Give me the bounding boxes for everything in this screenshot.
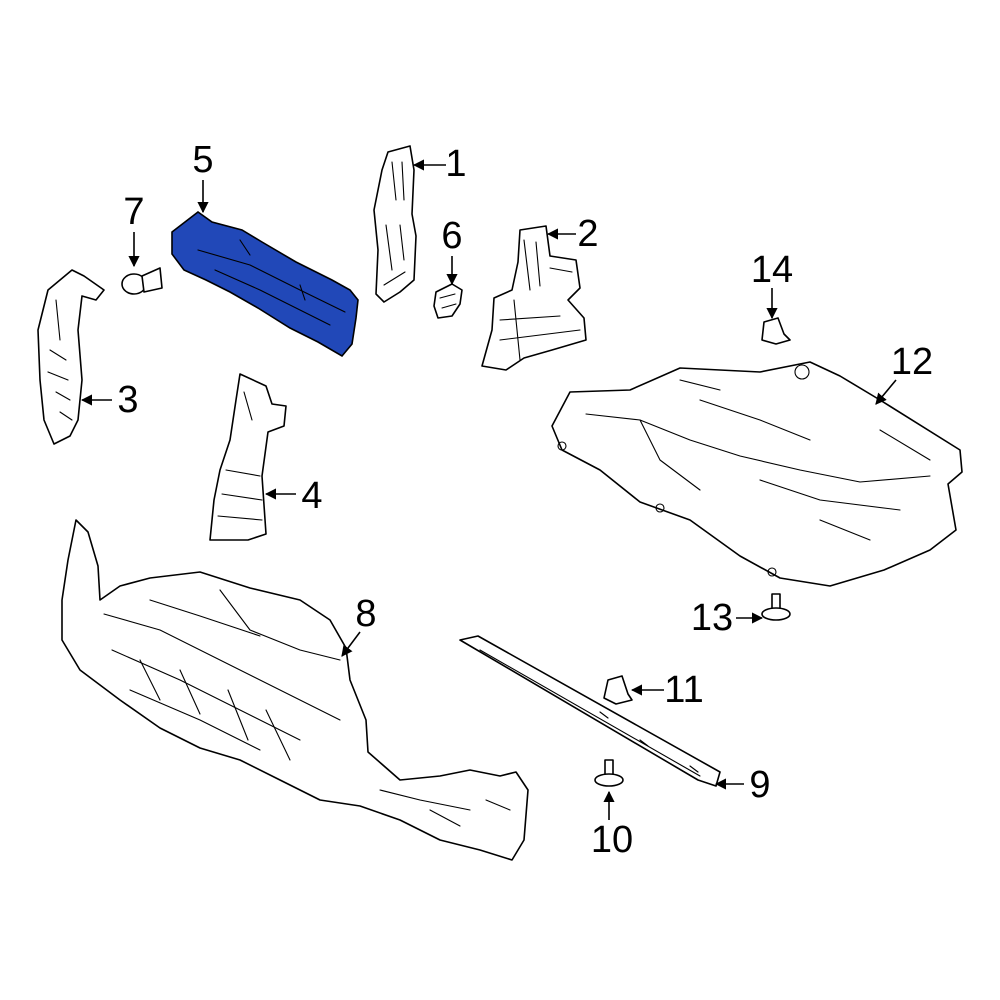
part-5-shield[interactable] bbox=[171, 211, 359, 358]
callout-1: 1 bbox=[445, 143, 466, 185]
callout-labels: 1 2 3 4 5 6 7 8 9 10 11 12 13 14 bbox=[117, 139, 933, 861]
callout-11: 11 bbox=[664, 669, 703, 711]
callout-14: 14 bbox=[751, 249, 793, 291]
callout-8: 8 bbox=[355, 593, 376, 635]
leader-12 bbox=[875, 379, 897, 405]
part-5-shape bbox=[171, 211, 359, 358]
callout-10: 10 bbox=[591, 819, 633, 861]
callout-4: 4 bbox=[301, 475, 322, 517]
part-5-detail bbox=[197, 239, 346, 326]
callout-6: 6 bbox=[441, 215, 462, 257]
part-9-strip[interactable] bbox=[459, 635, 721, 787]
callout-13: 13 bbox=[691, 597, 733, 639]
part-3-air-guide[interactable] bbox=[37, 269, 105, 445]
part-4-air-guide[interactable] bbox=[209, 373, 287, 541]
callout-2: 2 bbox=[577, 213, 598, 255]
callout-3: 3 bbox=[117, 379, 138, 421]
callout-5: 5 bbox=[192, 139, 213, 181]
part-7-push-pin[interactable] bbox=[121, 267, 163, 295]
part-11-clip[interactable] bbox=[603, 675, 633, 705]
leader-lines bbox=[80, 159, 897, 820]
part-12-undershield[interactable] bbox=[551, 361, 963, 587]
callout-12: 12 bbox=[891, 341, 933, 383]
part-2-air-guide[interactable] bbox=[481, 225, 587, 371]
part-6-bracket[interactable] bbox=[433, 283, 463, 319]
part-10-bolt[interactable] bbox=[594, 759, 624, 787]
part-1-deflector[interactable] bbox=[373, 145, 417, 303]
part-13-bolt[interactable] bbox=[761, 593, 791, 621]
leader-8 bbox=[341, 631, 361, 657]
callout-7: 7 bbox=[123, 191, 144, 233]
part-14-clip[interactable] bbox=[761, 317, 791, 345]
part-8-bumper-support[interactable] bbox=[61, 519, 529, 861]
callout-9: 9 bbox=[749, 764, 770, 806]
